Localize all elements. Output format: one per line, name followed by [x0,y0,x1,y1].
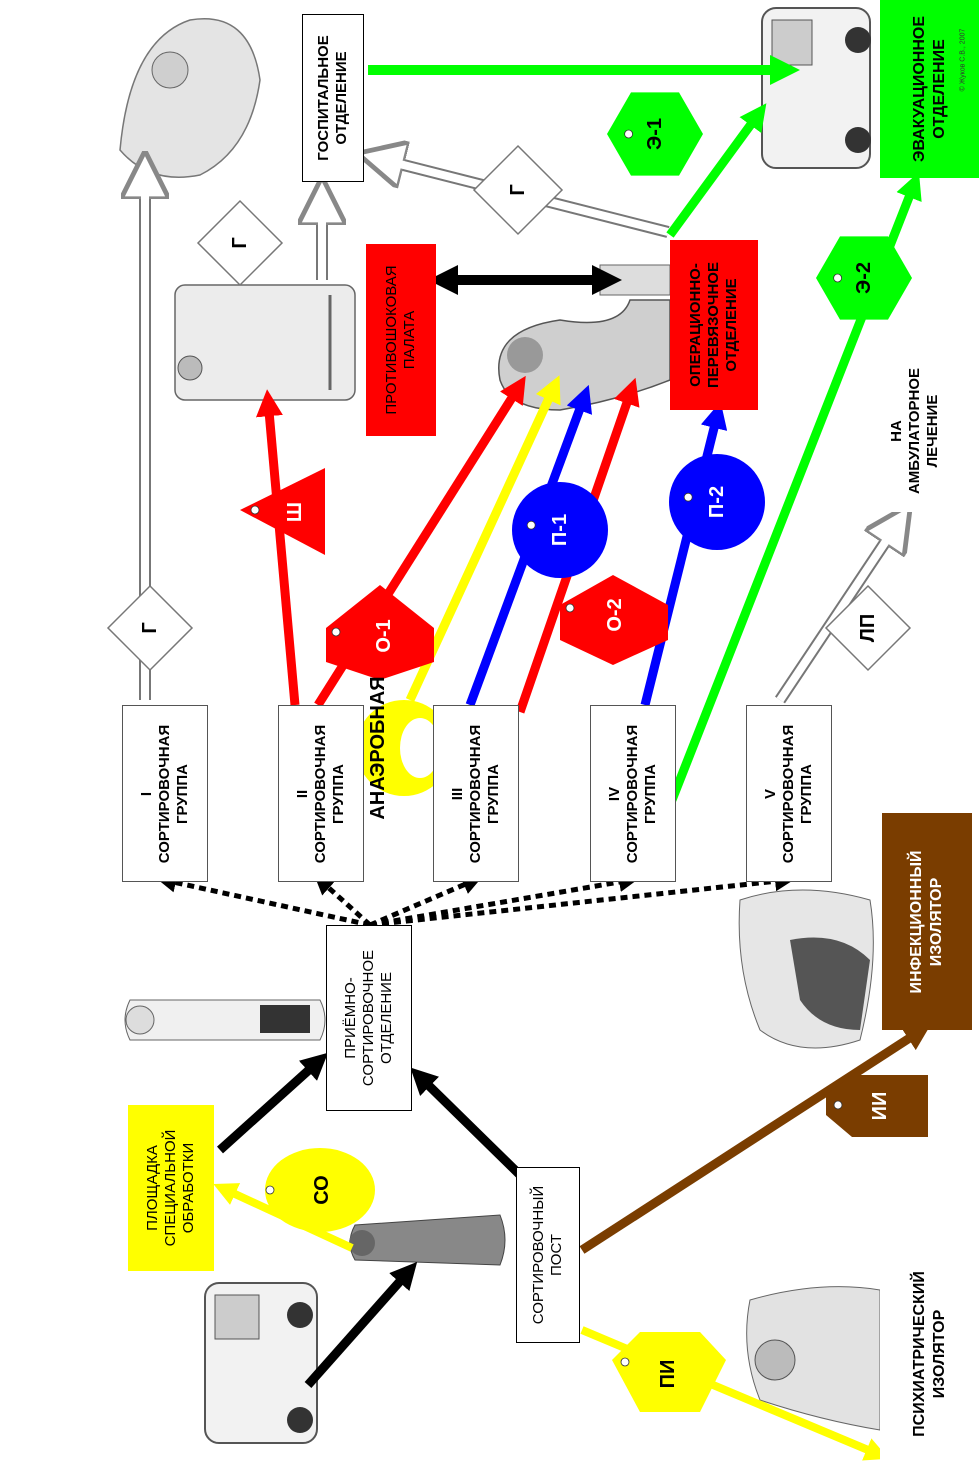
tag-label: П-2 [706,486,728,518]
outpatient-treatment-box: НА АМБУЛАТОРНОЕ ЛЕЧЕНИЕ [880,350,950,512]
arrow-group2-to-antishock [255,389,300,706]
sorting-group-4-box: IV СОРТИРОВОЧНАЯ ГРУППА [590,705,676,882]
sorting-group-4-label: IV СОРТИРОВОЧНАЯ ГРУППА [606,724,659,863]
tag-so: СО [265,1148,375,1232]
arrow-group5-to-outpatient-fill [776,517,904,703]
psychiatric-patient-icon [746,1286,881,1431]
tag-label: ИИ [869,1092,891,1121]
psychiatric-isolator-label: ПСИХИАТРИЧЕСКИЙ ИЗОЛЯТОР [910,1270,948,1437]
tag-anaerobic: АНАЭРОБНАЯ [356,676,452,820]
arrow-anaerobic-to-operating [405,375,561,702]
tag-label: ПИ [657,1360,679,1389]
outpatient-treatment-label: НА АМБУЛАТОРНОЕ ЛЕЧЕНИЕ [888,367,941,495]
tag-label: СО [311,1175,333,1205]
antishock-ward-label: ПРОТИВОШОКОВАЯ ПАЛАТА [383,265,418,415]
sorting-group-5-box: V СОРТИРОВОЧНАЯ ГРУППА [746,705,832,882]
ambulance-icon [204,1282,318,1444]
reception-sorting-department-box: ПРИЁМНО- СОРТИРОВОЧНОЕ ОТДЕЛЕНИЕ [326,925,412,1111]
tag-sh: Ш [240,468,325,555]
tag-o2: О-2 [560,575,668,665]
arrow-ambulance-to-standing-patient [304,1261,418,1388]
arrow-operating-to-evacuation [666,103,767,238]
sorting-group-2-box: II СОРТИРОВОЧНАЯ ГРУППА [278,705,364,882]
arrow-sorting-post-to-reception [410,1067,524,1179]
tag-label: Г [507,184,529,195]
tag-e2: Э-2 [816,236,912,320]
tag-label: Г [229,237,251,248]
tag-label: Г [139,622,161,633]
hospital-department-box: ГОСПИТАЛЬНОЕ ОТДЕЛЕНИЕ [302,14,364,182]
stretcher-icon [174,284,356,401]
arrow-reception-to-group-1 [156,872,371,928]
tag-g-stretcher: Г [196,199,284,287]
tag-g-group1: Г [106,584,194,672]
arrow-sorting-post-to-infectious [579,1024,932,1254]
tag-label: Э-2 [853,262,875,294]
infectious-isolator-box: ИНФЕКЦИОННЫЙ ИЗОЛЯТОР [882,813,972,1030]
patient-in-bed-icon [119,18,261,178]
special-treatment-area-box: ПЛОЩАДКА СПЕЦИАЛЬНОЙ ОБРАБОТКИ [128,1105,214,1271]
tag-label: О-2 [604,598,626,631]
tag-ii: ИИ [826,1075,928,1137]
tag-label: Э-1 [644,118,666,150]
ambulance-icon [761,7,871,169]
sorting-group-5-label: V СОРТИРОВОЧНАЯ ГРУППА [762,724,815,863]
special-treatment-area-label: ПЛОЩАДКА СПЕЦИАЛЬНОЙ ОБРАБОТКИ [144,1129,197,1247]
tag-g-operating: Г [472,144,564,236]
tag-label: П-1 [549,514,571,546]
arrow-special-treatment-to-reception [216,1052,329,1154]
surgeon-icon [498,264,671,411]
sorting-group-3-box: III СОРТИРОВОЧНАЯ ГРУППА [433,705,519,882]
infectious-isolator-label: ИНФЕКЦИОННЫЙ ИЗОЛЯТОР [908,849,945,994]
sorting-group-1-box: I СОРТИРОВОЧНАЯ ГРУППА [122,705,208,882]
tags-layer: Г Г Г ЛП Э-1Э-2П-1 П-2Ш О-1 О-2ИИ ПИ СО АНАЭРОБНАЯ [106,92,928,1412]
tag-o1: О-1 [326,585,434,680]
sorting-group-2-label: II СОРТИРОВОЧНАЯ ГРУППА [294,724,347,863]
operating-dressing-department-label: ОПЕРАЦИОННО- ПЕРЕВЯЗОЧНОЕ ОТДЕЛЕНИЕ [687,262,740,388]
tag-label: Ш [284,502,306,522]
arrow-reception-to-group-4 [369,872,639,928]
sorting-group-3-label: III СОРТИРОВОЧНАЯ ГРУППА [449,724,502,863]
reception-sorting-department-label: ПРИЁМНО- СОРТИРОВОЧНОЕ ОТДЕЛЕНИЕ [342,949,395,1087]
tag-e1: Э-1 [607,92,703,176]
tag-label: АНАЭРОБНАЯ [367,676,389,819]
antishock-ward-box: ПРОТИВОШОКОВАЯ ПАЛАТА [366,244,436,436]
sorting-post-box: СОРТИРОВОЧНЫЙ ПОСТ [516,1167,580,1343]
copyright-note: © Жуков С.В., 2007 [959,28,967,92]
doctor-icon [124,999,326,1041]
hospital-department-label: ГОСПИТАЛЬНОЕ ОТДЕЛЕНИЕ [315,35,350,161]
tag-pi: ПИ [612,1332,726,1412]
tag-lp: ЛП [824,584,912,672]
tag-label: ЛП [857,614,879,642]
psychiatric-isolator-box: ПСИХИАТРИЧЕСКИЙ ИЗОЛЯТОР [880,1247,979,1460]
tag-p2: П-2 [669,454,765,550]
tag-label: О-1 [373,619,395,652]
sorting-post-label: СОРТИРОВОЧНЫЙ ПОСТ [530,1185,565,1325]
tag-p1: П-1 [512,482,608,578]
evacuation-department-label: ЭВАКУАЦИОННОЕ ОТДЕЛЕНИЕ [910,15,948,163]
operating-dressing-department-box: ОПЕРАЦИОННО- ПЕРЕВЯЗОЧНОЕ ОТДЕЛЕНИЕ [670,240,758,410]
sorting-group-1-label: I СОРТИРОВОЧНАЯ ГРУППА [138,724,191,863]
infectious-patient-icon [738,889,874,1049]
standing-patient-icon [349,1214,506,1266]
arrow-reception-to-group-5 [369,871,795,928]
